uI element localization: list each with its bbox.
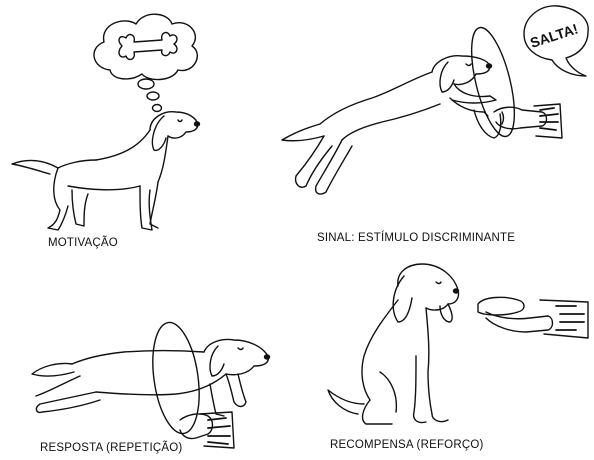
- standing-dog: [12, 112, 200, 230]
- caption-signal: SINAL: ESTÍMULO DISCRIMINANTE: [317, 233, 515, 245]
- sitting-dog: [328, 264, 459, 424]
- hand-offering-treat: [478, 297, 588, 338]
- treat-icon: [478, 297, 524, 315]
- thought-bubbles: [138, 79, 162, 112]
- hand-holding-hoop: [494, 104, 562, 138]
- panel-signal: SALTA!: [282, 6, 588, 194]
- panel-response: [32, 319, 270, 448]
- speech-bubble-text: SALTA!: [528, 20, 580, 50]
- hoop: [463, 24, 523, 141]
- bone-icon: [119, 33, 177, 60]
- caption-response: RESPOSTA (REPETIÇÃO): [40, 443, 182, 455]
- panel-motivation: [12, 14, 200, 230]
- panel-reward: [328, 264, 588, 424]
- caption-reward: RECOMPENSA (REFORÇO): [330, 440, 484, 452]
- caption-motivation: MOTIVAÇÃO: [48, 238, 118, 250]
- hoop: [146, 319, 205, 436]
- leaping-dog: [282, 56, 496, 194]
- hand-holding-hoop: [180, 412, 234, 448]
- thought-cloud: [94, 14, 197, 79]
- jumping-dog: [32, 340, 270, 417]
